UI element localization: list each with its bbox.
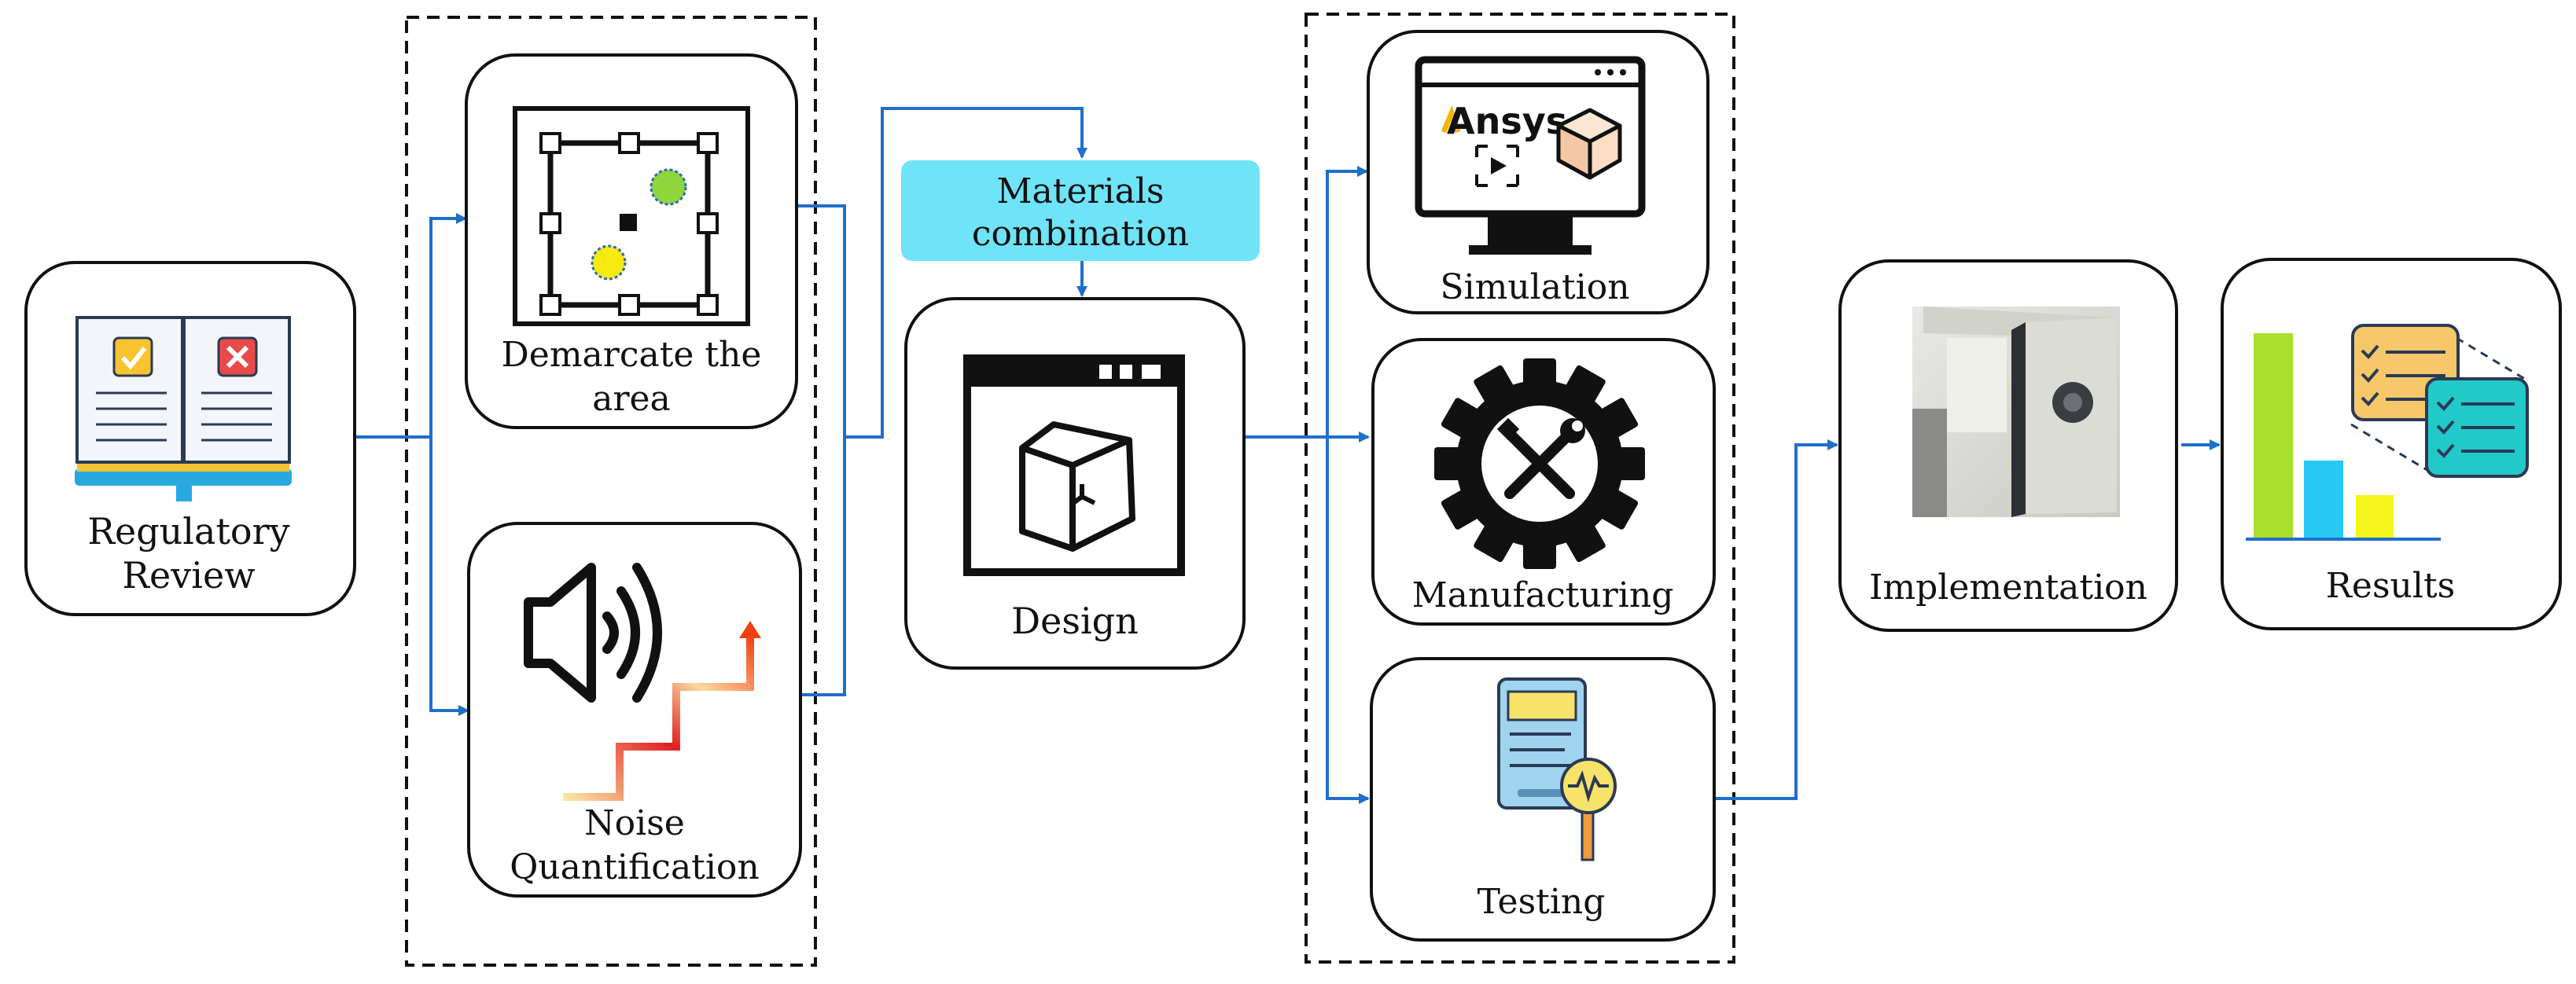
node-testing: Testing <box>1370 657 1716 942</box>
node-demarcate-area: Demarcate the area <box>465 53 798 429</box>
connector-demarcate-out <box>797 204 846 437</box>
node-simulation: Ansys Simulation <box>1367 30 1709 314</box>
connector-branch-to-noise <box>429 437 469 716</box>
connector-branch-to-simulation <box>1326 166 1368 437</box>
monitor-ansys-icon: Ansys <box>1415 56 1646 255</box>
connector-testing-to-implementation <box>1714 439 1838 800</box>
materials-label-line1: Materials <box>997 171 1165 211</box>
open-book-check-cross-icon <box>75 316 292 501</box>
rising-level-steps-icon <box>563 621 761 801</box>
materials-label-line2: combination <box>972 214 1189 254</box>
node-results: Results <box>2221 258 2562 630</box>
regulatory-review-label-line2: Review <box>122 554 255 597</box>
node-noise-quantification: Noise Quantification <box>467 522 802 898</box>
noise-label-line2: Quantification <box>510 847 760 887</box>
speaker-sound-waves-icon <box>524 563 662 703</box>
window-3d-cube-icon <box>963 354 1185 576</box>
node-manufacturing: Manufacturing <box>1371 338 1716 626</box>
bounded-area-icon <box>513 106 750 326</box>
connector-noise-out <box>800 437 846 696</box>
enclosure-photo <box>1912 307 2120 517</box>
node-regulatory-review: Regulatory Review <box>24 261 356 616</box>
connector-branch-to-demarcate <box>429 213 467 437</box>
gear-tools-icon <box>1434 358 1645 569</box>
connector-branch-to-testing <box>1326 437 1370 804</box>
design-label: Design <box>1011 600 1139 642</box>
bar-chart-checklist-icon <box>2246 324 2529 541</box>
group-frame-development <box>1305 13 1735 964</box>
node-implementation: Implementation <box>1838 259 2178 632</box>
group-frame-analysis <box>405 16 817 967</box>
phone-sensor-probe-icon <box>1497 677 1617 861</box>
node-materials-combination: Materials combination <box>901 160 1260 261</box>
manufacturing-label: Manufacturing <box>1412 575 1674 615</box>
implementation-label: Implementation <box>1869 567 2147 608</box>
results-label: Results <box>2326 566 2455 606</box>
ansys-logo-text: Ansys <box>1447 100 1567 142</box>
demarcate-label-line1: Demarcate the <box>502 335 762 375</box>
testing-label: Testing <box>1478 882 1606 922</box>
connectors <box>355 107 2221 804</box>
node-design: Design <box>904 297 1246 670</box>
simulation-label: Simulation <box>1440 267 1629 307</box>
demarcate-label-line2: area <box>592 379 671 419</box>
noise-label-line1: Noise <box>584 803 685 843</box>
connector-merge-to-materials <box>845 107 1087 439</box>
regulatory-review-label-line1: Regulatory <box>87 510 289 553</box>
